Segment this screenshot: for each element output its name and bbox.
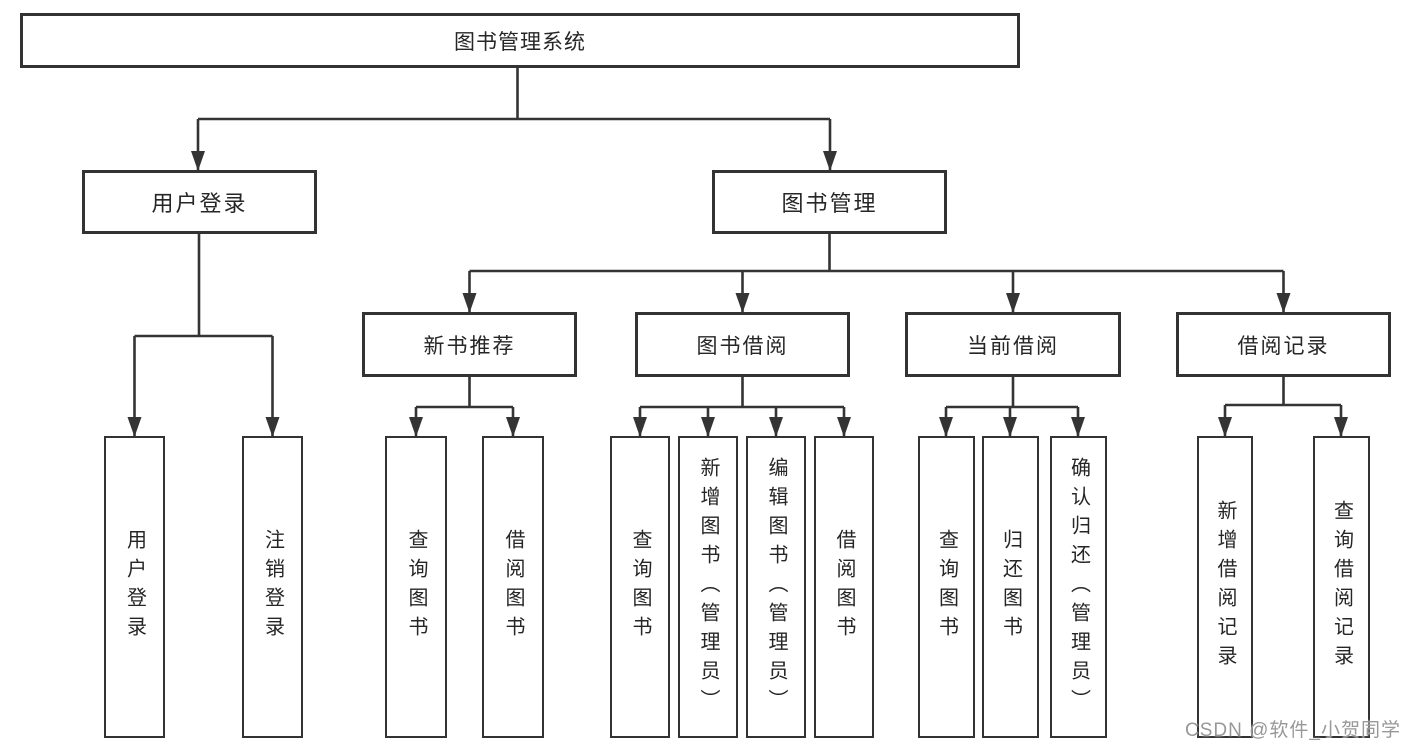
leaf-borrow-book: 借阅图书 [814,436,874,738]
leaf-recommend-query-book-label: 查询图书 [405,529,427,645]
leaf-add-book-admin: 新增图书（管理员） [678,436,738,738]
leaf-recommend-borrow-book-label: 借阅图书 [502,529,524,645]
connector-book-management-to-level3 [462,234,1291,313]
node-borrow-record-label: 借阅记录 [1237,334,1330,358]
leaf-current-query-book: 查询图书 [918,436,975,738]
node-user-login-label: 用户登录 [151,191,248,216]
node-root-label: 图书管理系统 [454,30,586,54]
node-current-borrow: 当前借阅 [905,312,1121,377]
connector-current-borrow-to-leaves [939,377,1085,437]
leaf-borrow-book-label: 借阅图书 [833,529,855,645]
leaf-return-book: 归还图书 [982,436,1039,738]
node-user-login: 用户登录 [82,170,317,234]
leaf-confirm-return-admin-label: 确认归还（管理员） [1067,456,1090,718]
leaf-query-borrow-record: 查询借阅记录 [1313,436,1370,738]
connector-new-book-recommend-to-leaves [409,377,520,437]
connector-book-borrow-to-leaves [633,377,851,437]
node-book-borrow-label: 图书借阅 [696,334,789,358]
leaf-query-borrow-record-label: 查询借阅记录 [1330,500,1353,674]
leaf-add-borrow-record-label: 新增借阅记录 [1214,500,1236,674]
node-current-borrow-label: 当前借阅 [967,334,1059,358]
leaf-current-query-book-label: 查询图书 [935,529,958,645]
node-borrow-record: 借阅记录 [1176,312,1391,377]
leaf-logout: 注销登录 [242,436,303,738]
connector-user-login-to-leaves [127,234,280,437]
leaf-borrow-query-book-label: 查询图书 [629,529,651,645]
leaf-user-login: 用户登录 [104,436,165,738]
leaf-recommend-query-book: 查询图书 [385,436,447,738]
connector-borrow-record-to-leaves [1218,377,1348,437]
node-new-book-recommend-label: 新书推荐 [423,334,516,358]
csdn-watermark: CSDN @软件_小贺同学 [1185,720,1401,741]
connector-root-to-level2 [191,68,837,171]
leaf-edit-book-admin-label: 编辑图书（管理员） [765,456,787,718]
leaf-user-login-label: 用户登录 [123,529,146,645]
leaf-borrow-query-book: 查询图书 [610,436,670,738]
leaf-add-book-admin-label: 新增图书（管理员） [697,456,719,718]
node-book-borrow: 图书借阅 [635,312,850,377]
leaf-confirm-return-admin: 确认归还（管理员） [1050,436,1107,738]
node-new-book-recommend: 新书推荐 [362,312,577,377]
leaf-recommend-borrow-book: 借阅图书 [482,436,544,738]
node-root: 图书管理系统 [20,13,1020,68]
leaf-return-book-label: 归还图书 [999,529,1022,645]
leaf-logout-label: 注销登录 [261,529,284,645]
leaf-edit-book-admin: 编辑图书（管理员） [746,436,806,738]
node-book-management-label: 图书管理 [781,191,878,216]
leaf-add-borrow-record: 新增借阅记录 [1197,436,1253,738]
node-book-management: 图书管理 [712,170,947,234]
